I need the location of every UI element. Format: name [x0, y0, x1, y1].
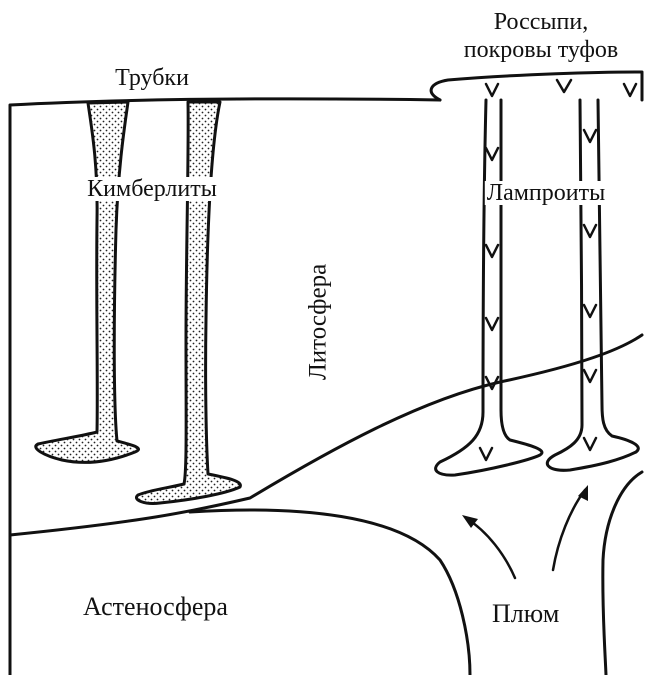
v-mark [584, 225, 596, 237]
asthenosphere-label: Астеносфера [83, 594, 228, 620]
plume-arrow-right [553, 490, 585, 570]
tuff-cover [431, 72, 642, 100]
placer-label-line1: Россыпи, [494, 10, 588, 34]
v-mark [584, 438, 596, 450]
v-mark [480, 448, 492, 460]
kimberlites-label: Кимберлиты [85, 177, 219, 201]
v-mark [624, 84, 636, 96]
kimberlite-pipe-1 [36, 102, 139, 462]
lamproite-pipe-2 [547, 100, 638, 470]
plume-label: Плюм [492, 601, 559, 627]
plume-outline [190, 510, 470, 675]
lamproites-label: Лампроиты [485, 181, 607, 205]
placer-label-line2: покровы туфов [464, 38, 618, 62]
kimberlite-pipe-2 [137, 102, 241, 503]
v-mark [486, 84, 498, 96]
lithosphere-label: Литосфера [306, 264, 331, 380]
v-mark [557, 80, 571, 92]
v-mark [584, 305, 596, 317]
v-mark [486, 148, 498, 160]
v-mark [486, 318, 498, 330]
plume-right-edge [603, 472, 642, 675]
v-mark [584, 370, 596, 382]
v-mark [584, 130, 596, 142]
surface-line [10, 99, 440, 675]
pipes-label: Трубки [115, 66, 189, 90]
v-mark [486, 245, 498, 257]
plume-arrow-left [466, 518, 515, 578]
